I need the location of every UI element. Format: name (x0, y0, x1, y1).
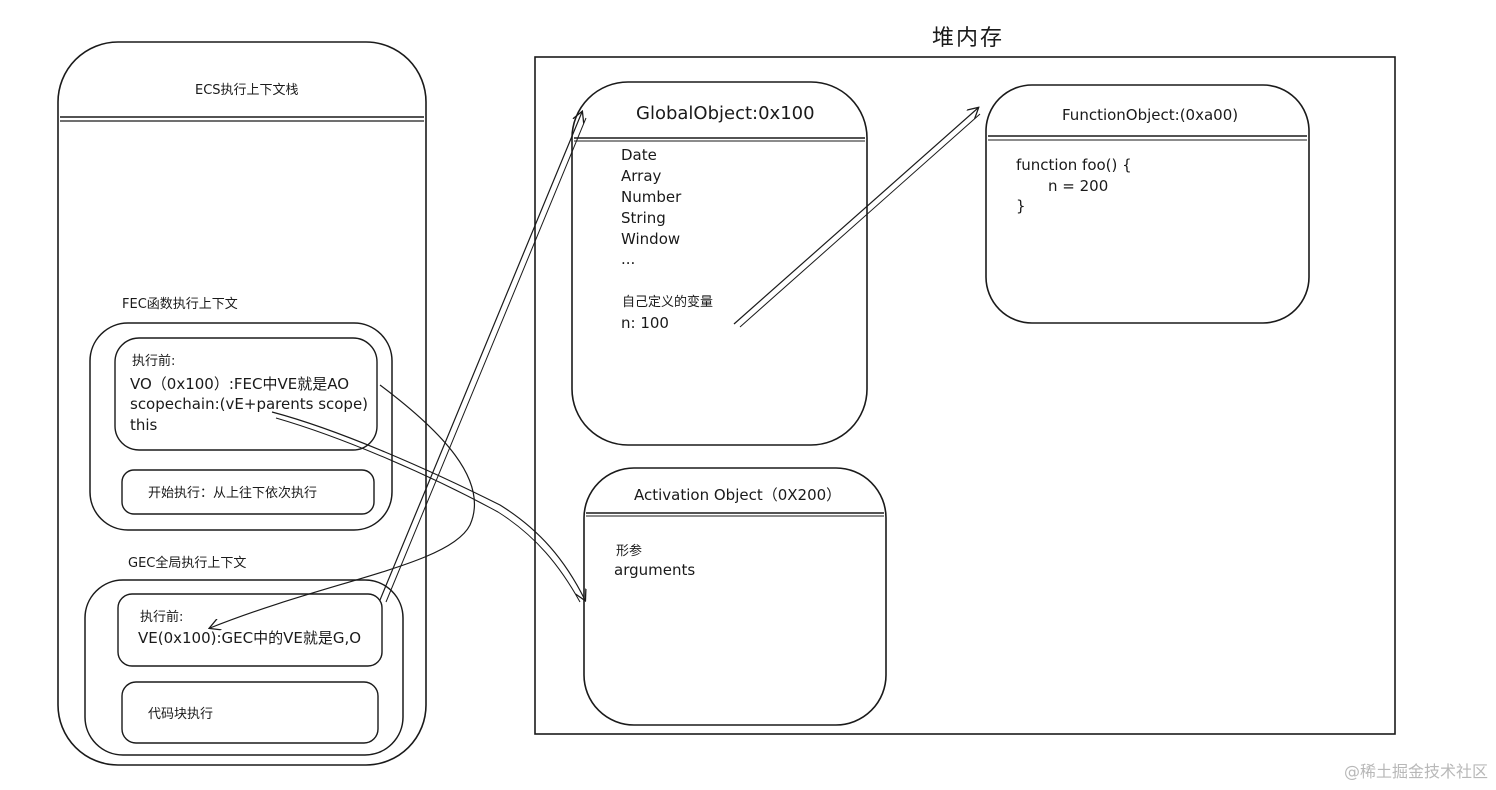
activation-object-item: arguments (614, 561, 696, 579)
global-object-box (571, 81, 868, 446)
global-object-item: Array (621, 167, 662, 185)
fec-this-line: this (130, 416, 158, 434)
gec-before-title: 执行前: (140, 610, 184, 625)
arrow-n-to-function-object (733, 108, 978, 325)
ecs-title: ECS执行上下文栈 (195, 83, 299, 98)
gec-ve-line: VE(0x100):GEC中的VE就是G,O (138, 629, 362, 647)
global-object-item: ... (621, 250, 636, 268)
function-object-title: FunctionObject:(0xa00) (1062, 106, 1239, 124)
function-object-code-line: n = 200 (1048, 177, 1109, 195)
fec-label: FEC函数执行上下文 (122, 297, 238, 312)
function-object-code-line: } (1016, 197, 1026, 215)
fec-exec-box (121, 469, 375, 515)
fec-scopechain-line: scopechain:(vE+parents scope) (130, 395, 369, 413)
fec-before-box (114, 337, 378, 451)
gec-exec-label: 代码块执行 (148, 707, 214, 722)
global-object-item: String (621, 209, 666, 227)
gec-exec-box (121, 681, 379, 744)
function-object-box (985, 84, 1310, 324)
fec-before-title: 执行前: (132, 354, 176, 369)
ecs-stack-box (57, 41, 427, 766)
arrow-gec-to-global-object (379, 112, 582, 601)
activation-object-item: 形参 (616, 544, 643, 559)
fec-vo-line: VO（0x100）:FEC中VE就是AO (130, 375, 350, 393)
global-object-item: Number (621, 188, 682, 206)
global-object-item: Window (621, 230, 681, 248)
arrow-fec-vo-to-activation-object (271, 411, 585, 600)
global-object-item: Date (621, 146, 657, 164)
heap-box (534, 56, 1396, 735)
function-object-code-line: function foo() { (1016, 156, 1132, 174)
global-object-custom-value: n: 100 (621, 314, 669, 332)
arrow-fec-scopechain-to-gec-ve (210, 384, 476, 628)
global-object-title: GlobalObject:0x100 (636, 103, 815, 124)
fec-box (89, 322, 393, 531)
global-object-custom-label: 自己定义的变量 (622, 295, 714, 310)
activation-object-title: Activation Object（0X200） (634, 486, 842, 504)
fec-exec-label: 开始执行：从上往下依次执行 (148, 486, 318, 501)
gec-before-box (117, 593, 383, 667)
gec-label: GEC全局执行上下文 (128, 556, 247, 571)
heap-title: 堆内存 (932, 26, 1005, 51)
watermark: @稀土掘金技术社区 (1343, 762, 1488, 781)
activation-object-box (583, 467, 887, 726)
gec-box (84, 579, 404, 756)
